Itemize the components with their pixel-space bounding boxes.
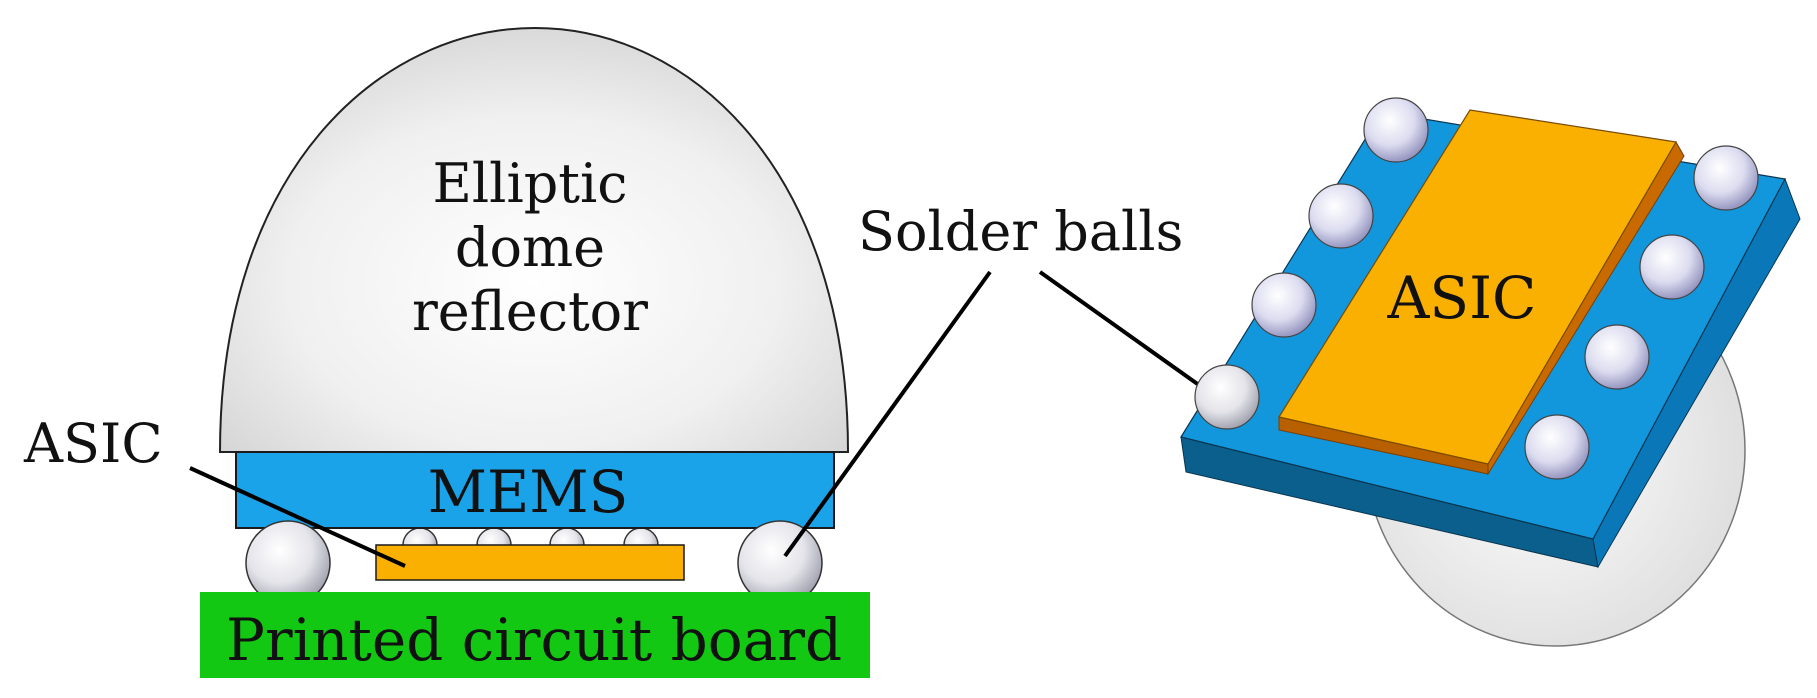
solder-ball [1251,272,1317,338]
asic-right-label: ASIC [1387,264,1537,332]
printed-circuit-board [200,592,870,678]
solder-ball-array [1194,97,1759,480]
dome-label-line2: dome [455,216,605,279]
solder-balls-callout: Solder balls [783,200,1222,558]
solder-ball [1524,414,1590,480]
solder-leader-right [1038,270,1222,402]
solder-leader-left [783,270,992,558]
side-view: Elliptic dome reflector MEMS Printed cir… [23,26,870,678]
solder-ball [1194,364,1260,430]
pcb-label: Printed circuit board [226,606,842,674]
asic-chip-side [375,544,685,581]
mems-label: MEMS [428,458,629,526]
asic-leader-line [189,466,406,568]
solder-ball [1693,145,1759,211]
solder-ball [1308,183,1374,249]
asic-left-label: ASIC [23,412,163,475]
solder-ball [1584,324,1650,390]
asic-block-top-face [1278,109,1677,465]
solder-balls-label: Solder balls [858,200,1183,263]
dome-label-line3: reflector [412,280,648,343]
elliptic-dome [218,26,850,453]
solder-ball [1363,97,1429,163]
iso-view: ASIC [1180,97,1801,647]
dome-label-line1: Elliptic [432,152,627,215]
solder-ball [1639,234,1705,300]
